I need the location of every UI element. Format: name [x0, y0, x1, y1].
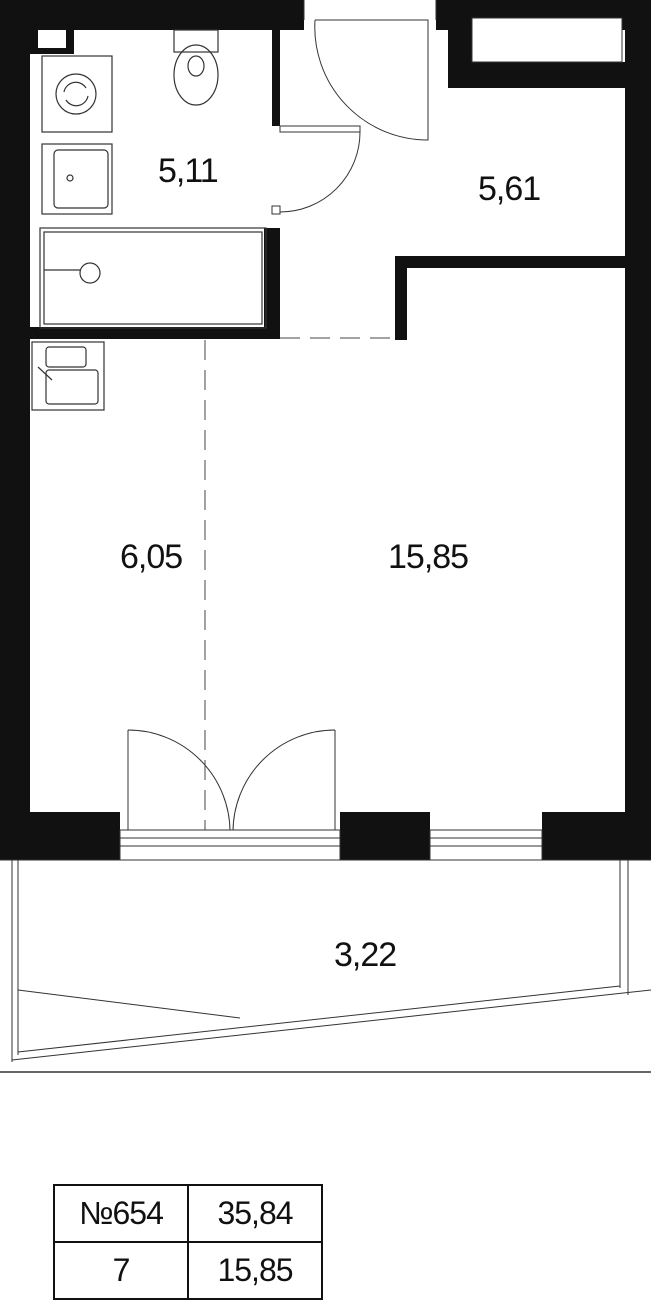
wall-top-left	[0, 0, 304, 30]
bathroom-fixtures	[39, 29, 267, 329]
wall-balcony-top	[462, 62, 627, 88]
washbasin	[41, 143, 113, 215]
balcony-door-left	[127, 729, 231, 833]
bathtub	[39, 227, 267, 329]
wall-bathroom-right-top	[272, 26, 280, 126]
floor-plan	[0, 0, 651, 1073]
balcony	[0, 859, 651, 1073]
summary-row: №654 35,84	[53, 1184, 323, 1243]
toilet	[173, 44, 219, 106]
wall-bathroom-right	[264, 228, 280, 339]
wall-right	[625, 0, 651, 860]
doors	[127, 0, 437, 833]
interior-walls	[30, 26, 627, 340]
washing-machine-drum-icon	[55, 73, 97, 115]
apartment-summary-table: №654 35,84 7 15,85	[53, 1184, 323, 1300]
balcony-door-right	[232, 729, 336, 833]
apartment-number: №654	[53, 1184, 189, 1243]
entrance-door	[303, 0, 437, 141]
wall-room-left	[395, 256, 407, 340]
shaft-void	[38, 30, 66, 48]
area-label-kitchen: 6,05	[120, 538, 183, 576]
zone-dividers	[204, 337, 395, 832]
bathroom-door	[279, 131, 361, 213]
floor-number: 7	[53, 1241, 189, 1300]
area-label-balcony: 3,22	[334, 936, 397, 974]
kitchen-sink	[31, 341, 105, 411]
wall-niche-left	[448, 18, 472, 88]
exterior-walls	[0, 0, 651, 860]
total-area: 35,84	[187, 1184, 323, 1243]
kitchen-fixtures	[31, 341, 105, 411]
area-label-hallway: 5,61	[478, 170, 541, 208]
windows	[119, 17, 623, 861]
wall-bottom-c	[542, 812, 651, 860]
wall-bottom-b	[340, 812, 430, 860]
wall-bathroom-bottom	[30, 327, 280, 339]
wall-left	[0, 0, 30, 860]
area-label-living-room: 15,85	[388, 538, 469, 576]
area-label-bathroom: 5,11	[158, 152, 219, 190]
living-area: 15,85	[187, 1241, 323, 1300]
summary-row: 7 15,85	[53, 1241, 323, 1300]
wall-bottom-a	[0, 812, 120, 860]
washing-machine	[41, 55, 113, 133]
wall-room-top	[395, 256, 627, 268]
